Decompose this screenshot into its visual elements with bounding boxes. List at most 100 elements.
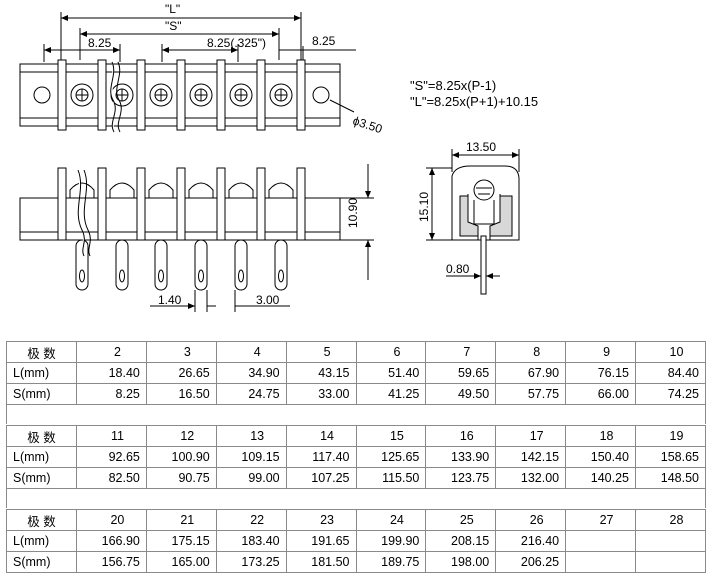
S-row-label: S(mm) xyxy=(6,467,77,489)
table-spacer xyxy=(6,404,706,424)
table-cell: 8 xyxy=(495,341,567,363)
table-cell: 189.75 xyxy=(355,551,427,573)
terminal-block-drawing: "L" "S" 8.25 8.25(.325") 8.25 ϕ3.50 "S"=… xyxy=(19,2,538,312)
table-cell: 67.90 xyxy=(495,362,567,384)
poles-row-label: 极 数 xyxy=(6,425,77,447)
table-cell: 26.65 xyxy=(145,362,217,384)
top-view xyxy=(19,12,356,133)
table-cell: 19 xyxy=(635,425,706,447)
side-height-label: 10.90 xyxy=(346,198,360,228)
table-cell: 26 xyxy=(495,509,567,531)
table-cell: 198.00 xyxy=(425,551,497,573)
table-cell: 150.40 xyxy=(565,446,636,468)
end-offset-label: 8.25 xyxy=(312,34,336,48)
table-cell: 18.40 xyxy=(76,362,147,384)
pin-spacing-label: 3.00 xyxy=(256,293,280,307)
poles-row-label: 极 数 xyxy=(6,509,77,531)
table-cell: 191.65 xyxy=(285,530,357,552)
table-cell: 9 xyxy=(565,341,636,363)
table-cell: 90.75 xyxy=(145,467,217,489)
end-height-label: 15.10 xyxy=(417,192,431,222)
table-cell: 133.90 xyxy=(425,446,497,468)
table-cell: 109.15 xyxy=(215,446,287,468)
table-cell: 24 xyxy=(355,509,427,531)
table-cell: 21 xyxy=(145,509,217,531)
table-cell: 23 xyxy=(285,509,357,531)
end-width-label: 13.50 xyxy=(466,140,496,154)
table-cell: 175.15 xyxy=(145,530,217,552)
table-cell: 22 xyxy=(215,509,287,531)
spec-table-block-2: 极 数 11 12 13 14 15 16 17 18 19 L(mm) 92.… xyxy=(6,425,706,489)
pitch-left-label: 8.25 xyxy=(88,36,112,50)
pitch-center-label: 8.25(.325") xyxy=(207,36,266,50)
L-row-label: L(mm) xyxy=(6,446,77,468)
spec-table-block-3: 极 数 20 21 22 23 24 25 26 27 28 L(mm) 166… xyxy=(6,509,706,573)
table-cell: 125.65 xyxy=(355,446,427,468)
table-cell: 3 xyxy=(145,341,217,363)
table-cell: 123.75 xyxy=(425,467,497,489)
formula-L: "L"=8.25x(P+1)+10.15 xyxy=(410,94,538,109)
table-cell: 28 xyxy=(635,509,706,531)
table-cell: 107.25 xyxy=(285,467,357,489)
table-cell: 173.25 xyxy=(215,551,287,573)
S-label: "S" xyxy=(165,19,182,33)
hole-diameter-label: ϕ3.50 xyxy=(351,114,384,137)
table-cell: 140.25 xyxy=(565,467,636,489)
table-cell: 25 xyxy=(425,509,497,531)
L-row-label: L(mm) xyxy=(6,530,77,552)
L-row-label: L(mm) xyxy=(6,362,77,384)
table-cell: 74.25 xyxy=(635,383,706,405)
table-cell: 49.50 xyxy=(425,383,497,405)
table-cell: 117.40 xyxy=(285,446,357,468)
table-cell: 17 xyxy=(495,425,567,447)
L-label: "L" xyxy=(165,2,180,16)
pin-thickness-label: 0.80 xyxy=(446,262,470,276)
table-cell: 59.65 xyxy=(425,362,497,384)
table-cell: 41.25 xyxy=(355,383,427,405)
table-cell: 4 xyxy=(215,341,287,363)
spec-table-block-1: 极 数 2 3 4 5 6 7 8 9 10 L(mm) 18.40 26.65… xyxy=(6,341,706,405)
table-cell: 84.40 xyxy=(635,362,706,384)
table-cell: 27 xyxy=(565,509,636,531)
table-cell: 166.90 xyxy=(76,530,147,552)
table-cell: 216.40 xyxy=(495,530,567,552)
table-cell: 24.75 xyxy=(215,383,287,405)
table-cell: 148.50 xyxy=(635,467,706,489)
table-cell: 15 xyxy=(355,425,427,447)
table-cell: 33.00 xyxy=(285,383,357,405)
table-cell: 13 xyxy=(215,425,287,447)
poles-row-label: 极 数 xyxy=(6,341,77,363)
table-cell: 156.75 xyxy=(76,551,147,573)
table-cell: 8.25 xyxy=(76,383,147,405)
table-cell: 183.40 xyxy=(215,530,287,552)
table-cell: 5 xyxy=(285,341,357,363)
table-cell: 92.65 xyxy=(76,446,147,468)
table-cell: 181.50 xyxy=(285,551,357,573)
table-cell: 34.90 xyxy=(215,362,287,384)
table-cell xyxy=(565,530,636,552)
table-cell: 20 xyxy=(76,509,147,531)
formula-S: "S"=8.25x(P-1) xyxy=(410,78,496,93)
table-cell: 208.15 xyxy=(425,530,497,552)
table-cell xyxy=(635,551,706,573)
table-cell: 142.15 xyxy=(495,446,567,468)
table-cell xyxy=(565,551,636,573)
table-cell: 57.75 xyxy=(495,383,567,405)
table-spacer xyxy=(6,488,706,508)
S-row-label: S(mm) xyxy=(6,383,77,405)
table-cell: 51.40 xyxy=(355,362,427,384)
table-cell: 66.00 xyxy=(565,383,636,405)
pin-width-label: 1.40 xyxy=(158,293,182,307)
table-cell: 18 xyxy=(565,425,636,447)
table-cell: 12 xyxy=(145,425,217,447)
table-cell: 76.15 xyxy=(565,362,636,384)
table-cell: 6 xyxy=(355,341,427,363)
table-cell: 132.00 xyxy=(495,467,567,489)
table-cell: 115.50 xyxy=(355,467,427,489)
table-cell: 82.50 xyxy=(76,467,147,489)
S-row-label: S(mm) xyxy=(6,551,77,573)
end-view xyxy=(426,149,520,295)
table-cell: 100.90 xyxy=(145,446,217,468)
table-cell xyxy=(635,530,706,552)
table-cell: 43.15 xyxy=(285,362,357,384)
